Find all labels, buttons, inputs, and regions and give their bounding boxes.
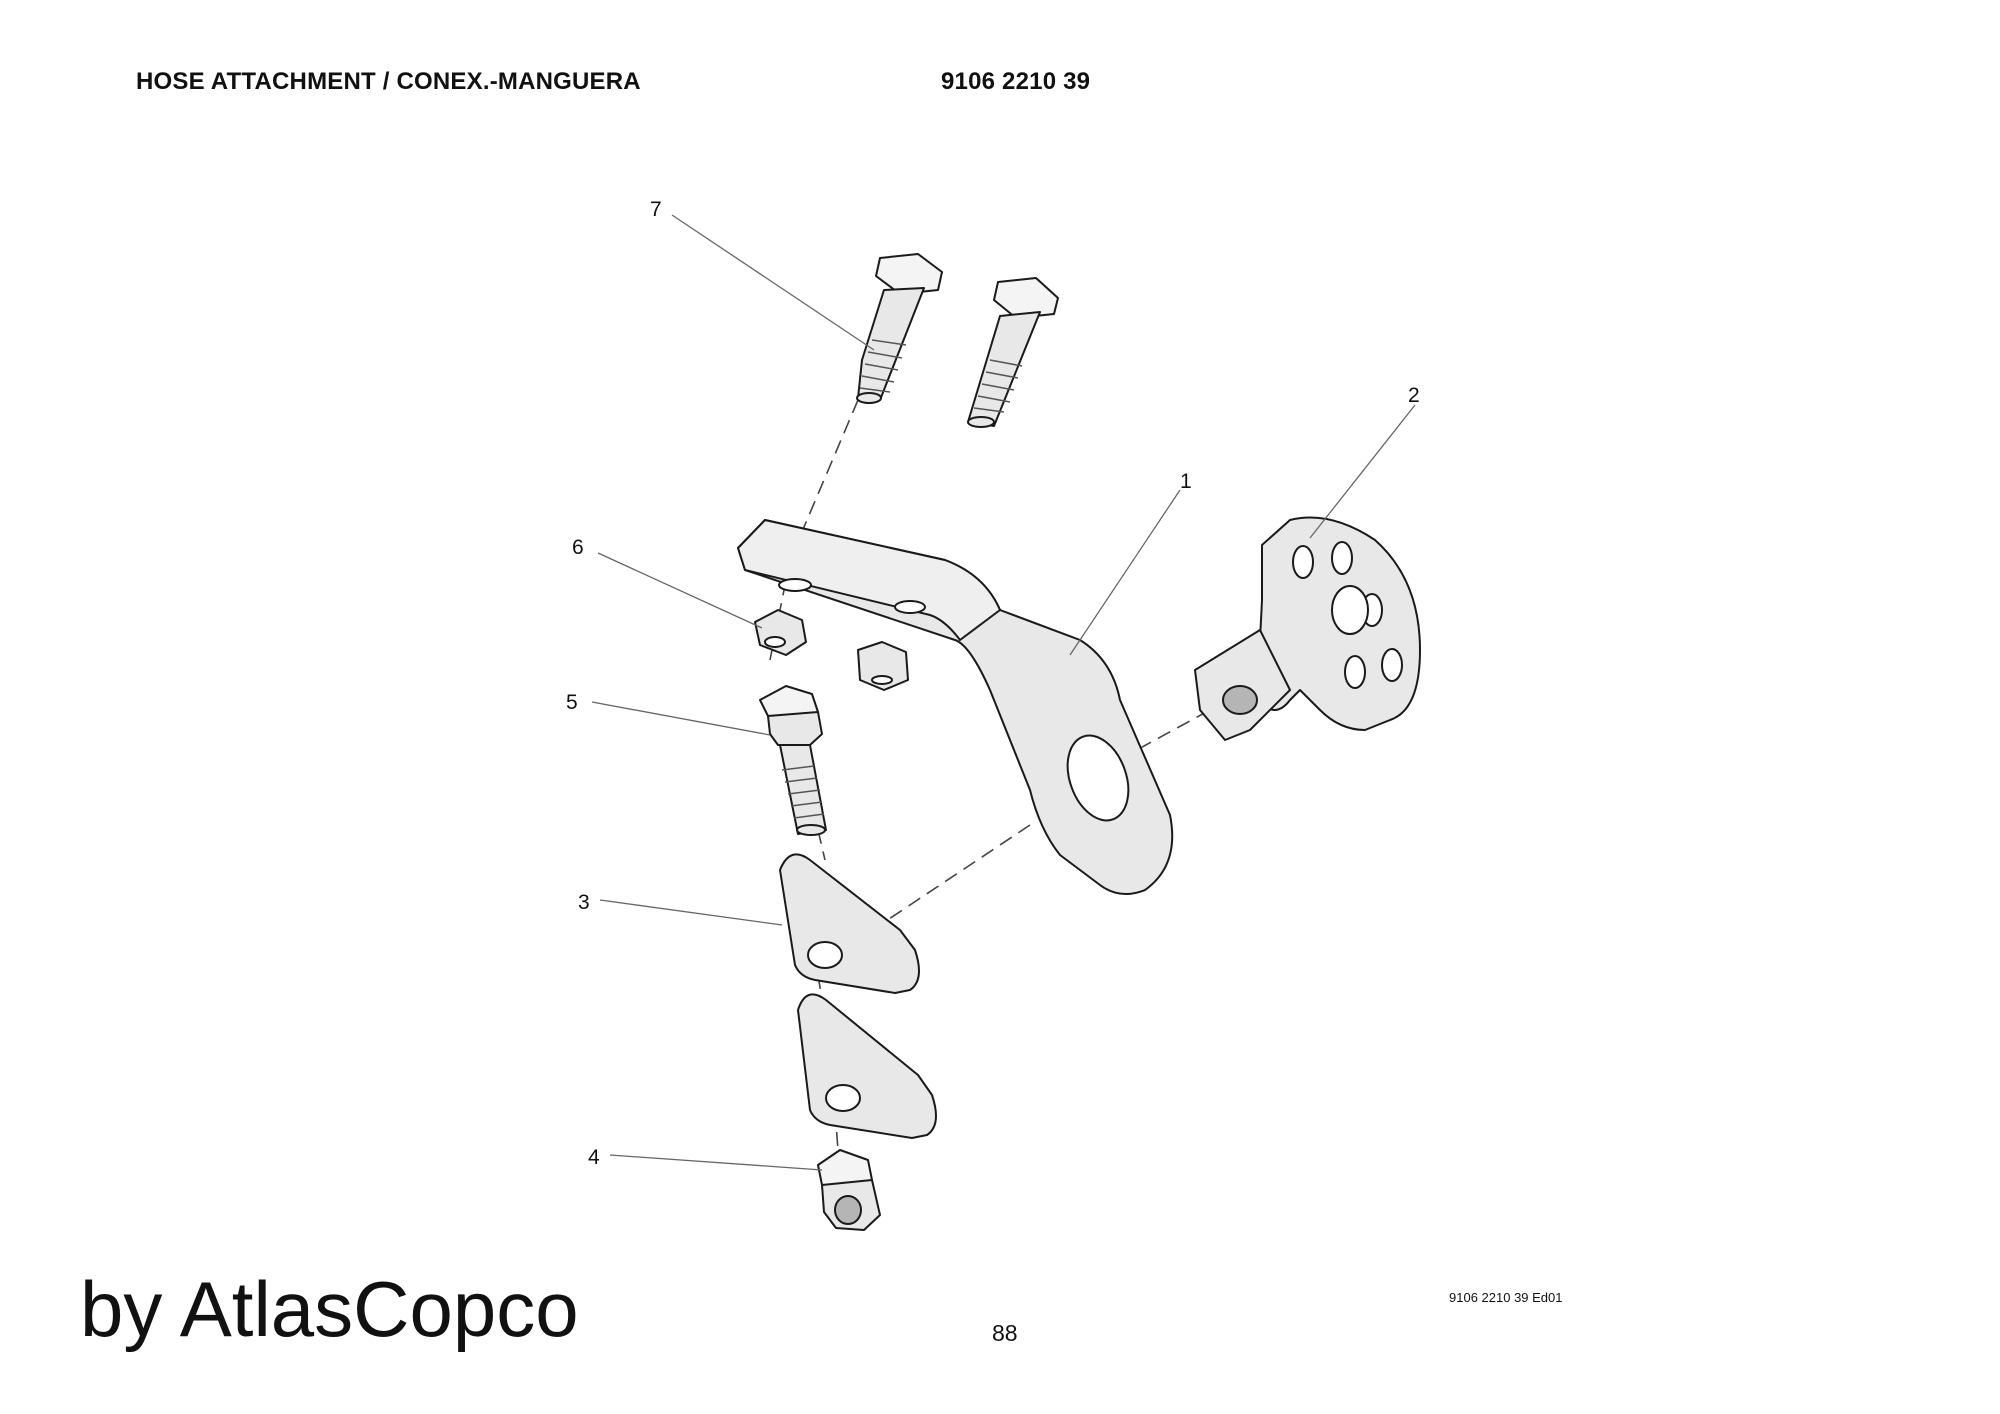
axis-plate-3 [879, 824, 1031, 926]
leader-5 [591, 701, 771, 736]
callout-2: 2 [1408, 384, 1420, 407]
callout-1: 1 [1180, 470, 1192, 493]
bolt-5 [759, 685, 827, 836]
leader-4 [609, 1154, 823, 1171]
leader-2 [1309, 404, 1416, 539]
leader-lines [591, 214, 1416, 1171]
page-number: 88 [992, 1320, 1018, 1346]
leader-3 [599, 899, 783, 926]
nut-4 [817, 1149, 881, 1231]
callout-3: 3 [578, 891, 590, 914]
callout-5: 5 [566, 691, 578, 714]
bolt-7-left [856, 253, 943, 404]
edition-code: 9106 2210 39 Ed01 [1449, 1290, 1563, 1305]
callout-7: 7 [650, 198, 662, 221]
bolt-7-right [967, 277, 1059, 428]
bracket-1 [737, 519, 1174, 895]
part-number: 9106 2210 39 [941, 68, 1091, 95]
callout-6: 6 [572, 536, 584, 559]
nut-6-left [754, 609, 807, 656]
leader-1 [1069, 489, 1181, 656]
leader-7 [671, 214, 875, 351]
flange-2 [1194, 516, 1421, 741]
plate-lower [797, 993, 937, 1139]
plate-3 [779, 853, 920, 994]
page-title: HOSE ATTACHMENT / CONEX.-MANGUERA [136, 68, 641, 95]
leader-6 [597, 552, 763, 629]
callout-4: 4 [588, 1146, 600, 1169]
nut-6-right [857, 641, 909, 691]
brand-watermark: by AtlasCopco [80, 1265, 579, 1353]
